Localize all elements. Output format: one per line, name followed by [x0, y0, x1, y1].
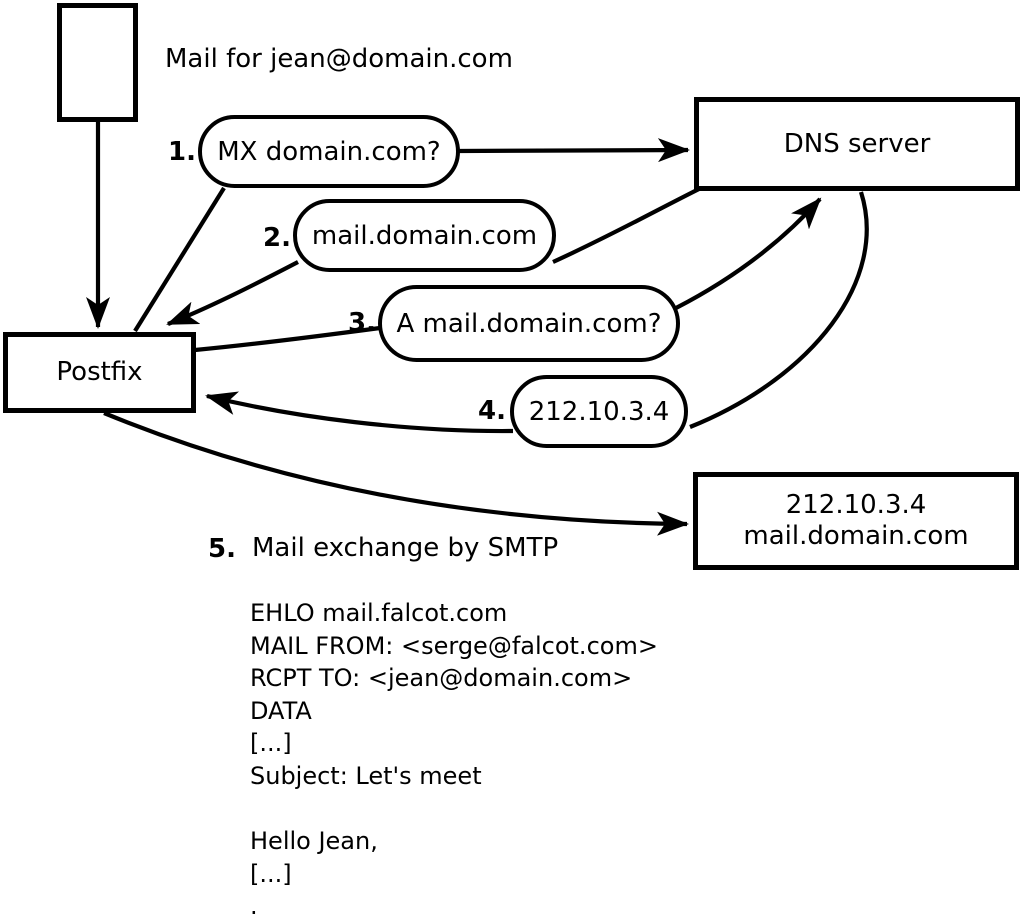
line-dns-to-reply4: [689, 191, 869, 429]
query-pill-mx-label: MX domain.com?: [217, 136, 441, 167]
dns-server-label: DNS server: [783, 128, 931, 159]
smtp-line: [...]: [250, 859, 292, 888]
reply-pill-mx: mail.domain.com: [293, 199, 556, 272]
smtp-line: MAIL FROM: <serge@falcot.com>: [250, 631, 658, 660]
dns-server-box: DNS server: [694, 97, 1020, 191]
step-2-number: 2.: [263, 223, 291, 253]
incoming-mail-label: Mail for jean@domain.com: [165, 44, 513, 74]
smtp-line: EHLO mail.falcot.com: [250, 599, 508, 627]
query-pill-mx: MX domain.com?: [198, 115, 460, 188]
arrow-reply2-to-postfix: [166, 260, 299, 326]
smtp-line: .: [250, 892, 258, 919]
reply-pill-mx-label: mail.domain.com: [311, 220, 538, 251]
query-pill-a: A mail.domain.com?: [378, 285, 680, 362]
reply-pill-ip-label: 212.10.3.4: [528, 396, 670, 427]
step-5-label: Mail exchange by SMTP: [252, 533, 559, 563]
line-postfix-to-query3: [194, 325, 381, 353]
line-postfix-to-query1: [133, 186, 226, 333]
smtp-line: Hello Jean,: [250, 827, 378, 856]
smtp-line: [...]: [250, 729, 292, 758]
mail-server-box: 212.10.3.4 mail.domain.com: [693, 472, 1019, 570]
query-pill-a-label: A mail.domain.com?: [396, 308, 662, 339]
reply-pill-ip: 212.10.3.4: [510, 375, 688, 448]
step-3-number: 3.: [348, 308, 376, 338]
step-4-number: 4.: [478, 396, 506, 426]
arrow-query1-to-dns: [457, 138, 690, 163]
step-1-number: 1.: [168, 137, 196, 167]
smtp-session-transcript: EHLO mail.falcot.com MAIL FROM: <serge@f…: [250, 597, 658, 919]
mail-server-hostname: mail.domain.com: [743, 521, 969, 551]
smtp-line: RCPT TO: <jean@domain.com>: [250, 664, 633, 693]
arrow-postfix-to-mailserver: [103, 411, 689, 536]
smtp-line: Subject: Let's meet: [250, 761, 482, 790]
mail-server-ip: 212.10.3.4: [785, 490, 927, 520]
arrow-reply4-to-postfix: [205, 391, 514, 434]
smtp-line: DATA: [250, 696, 312, 725]
postfix-box: Postfix: [3, 332, 196, 413]
step-5-number: 5.: [208, 534, 236, 564]
incoming-mail-icon: [57, 3, 138, 122]
postfix-label: Postfix: [56, 357, 143, 387]
arrow-query3-to-dns: [675, 197, 822, 310]
line-dns-to-reply2: [552, 187, 700, 264]
smtp-line: [250, 793, 658, 826]
